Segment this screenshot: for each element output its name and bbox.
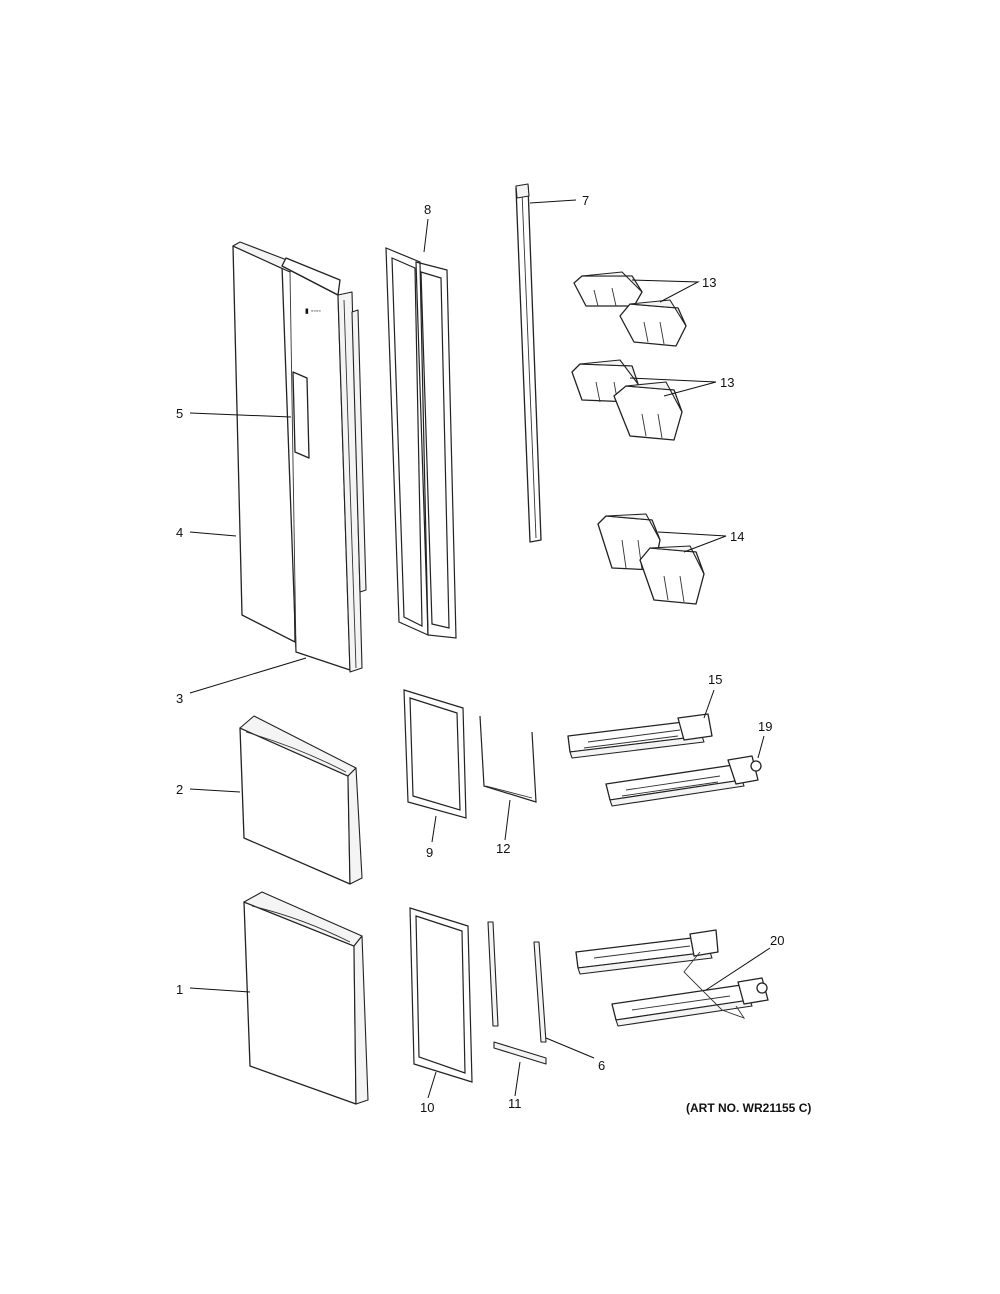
callout-19: 19	[758, 719, 772, 734]
leader-lines	[189, 199, 771, 1099]
callout-1: 1	[176, 982, 183, 997]
callout-8: 8	[424, 202, 431, 217]
callout-3: 3	[176, 691, 183, 706]
art-number: (ART NO. WR21155 C)	[686, 1101, 811, 1115]
door-brand-mark: ▮ ◦◦◦◦	[305, 308, 321, 315]
middle-drawer-gasket	[403, 689, 467, 819]
door-bins-middle	[571, 359, 683, 441]
door-bins-upper	[573, 271, 687, 347]
door-mullion	[515, 183, 542, 543]
callout-9: 9	[426, 845, 433, 860]
callout-15: 15	[708, 672, 722, 687]
callout-12: 12	[496, 841, 510, 856]
middle-drawer-front	[239, 715, 363, 885]
middle-gasket-retainer	[479, 715, 537, 803]
bottom-drawer-rails	[575, 929, 769, 1027]
callout-13-middle: 13	[720, 375, 734, 390]
middle-drawer-rail-lower	[605, 755, 762, 807]
bottom-gasket-retainers	[487, 921, 547, 1065]
callout-6: 6	[598, 1058, 605, 1073]
callout-10: 10	[420, 1100, 434, 1115]
middle-drawer-rail-upper	[567, 713, 713, 759]
callout-7: 7	[582, 193, 589, 208]
callout-13-upper: 13	[702, 275, 716, 290]
bottom-drawer-gasket	[409, 907, 473, 1083]
callout-2: 2	[176, 782, 183, 797]
callout-20: 20	[770, 933, 784, 948]
callout-14: 14	[730, 529, 744, 544]
callout-5: 5	[176, 406, 183, 421]
callout-4: 4	[176, 525, 183, 540]
upper-door-gasket	[385, 247, 457, 639]
callout-11: 11	[508, 1096, 522, 1111]
callout-labels: 8 7 13 13 14 5 4 3 2 1 9 12 15 19 20 6 1…	[176, 193, 784, 1115]
door-bins-lower	[597, 513, 705, 605]
bottom-drawer-front	[243, 891, 369, 1105]
dispenser-window	[292, 371, 310, 459]
upper-door: ▮ ◦◦◦◦	[232, 241, 367, 673]
